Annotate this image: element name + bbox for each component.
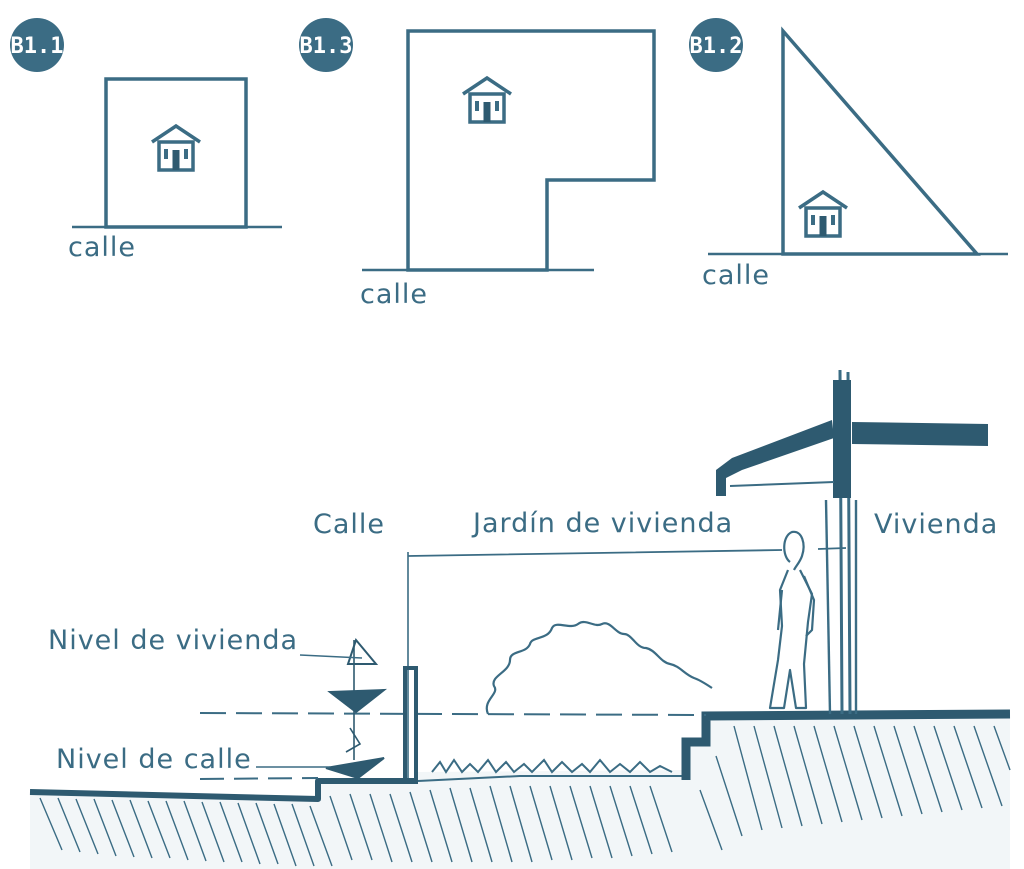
house-icon — [150, 124, 202, 172]
street-label: calle — [702, 260, 770, 291]
garden-section-label: Jardín de vivienda — [471, 508, 733, 539]
section-sketch: Calle Jardín de vivienda Vivienda Nivel … — [29, 369, 1011, 869]
svg-text:B1.1: B1.1 — [11, 34, 64, 59]
grass — [431, 758, 673, 774]
house-structure — [716, 369, 988, 715]
svg-text:B1.2: B1.2 — [690, 34, 743, 59]
plot-b1-2: B1.2 calle — [689, 18, 1008, 291]
garden-dimension-line — [407, 547, 847, 557]
house-icon — [461, 76, 513, 124]
plot-b1-1: B1.1 calle — [10, 18, 282, 263]
garden-ground — [417, 775, 690, 782]
house-section-label: Vivienda — [874, 509, 998, 540]
fence-post — [403, 666, 418, 782]
house-level-line — [199, 712, 707, 716]
house-level-label: Nivel de vivienda — [48, 625, 298, 656]
street-label: calle — [68, 232, 136, 263]
plot-boundary — [406, 29, 656, 272]
svg-text:B1.3: B1.3 — [300, 34, 353, 59]
plot-badge: B1.1 — [10, 18, 64, 72]
house-level-leader — [299, 654, 363, 659]
street-level-label: Nivel de calle — [56, 744, 252, 775]
level-markers — [325, 637, 388, 780]
plot-b1-3: B1.3 calle — [299, 18, 656, 310]
house-steps — [681, 709, 1011, 780]
ground-profile — [29, 778, 418, 802]
plot-badge: B1.2 — [689, 18, 743, 72]
ground-hatching — [39, 725, 1011, 867]
ground-fill — [30, 716, 1010, 869]
bush — [485, 620, 713, 715]
house-icon — [797, 190, 849, 238]
person-figure — [768, 530, 816, 710]
street-level-line — [199, 777, 319, 780]
street-section-label: Calle — [313, 509, 385, 540]
street-label: calle — [360, 279, 428, 310]
plot-badge: B1.3 — [299, 18, 353, 72]
